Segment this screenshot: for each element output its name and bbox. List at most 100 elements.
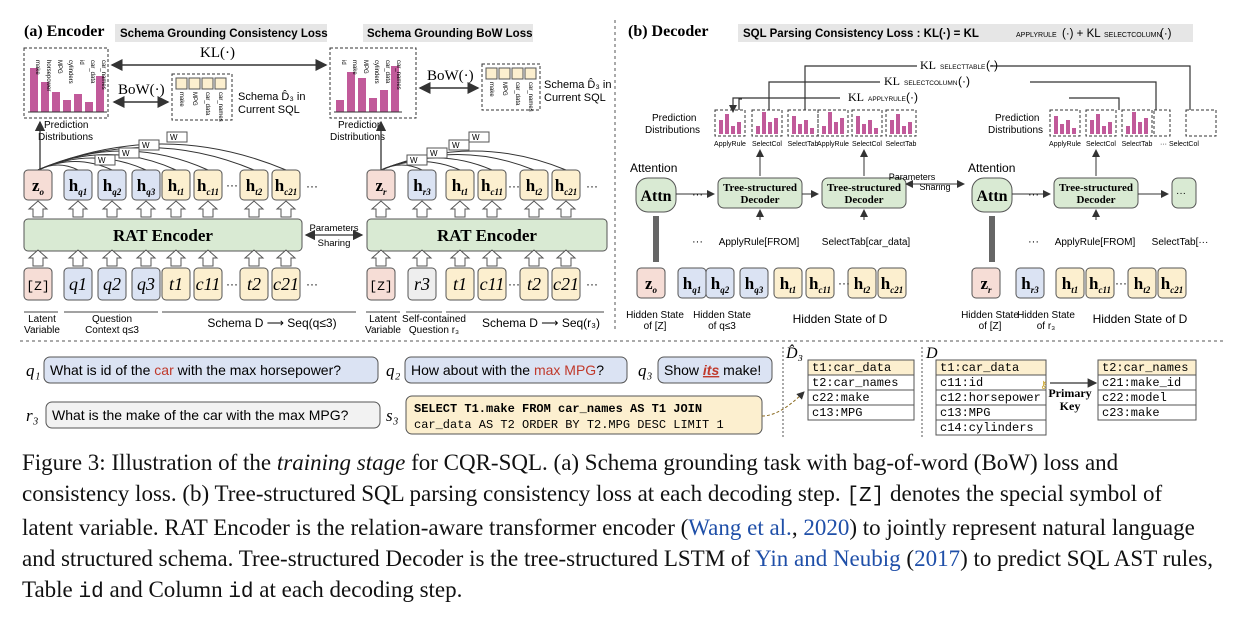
token-box: [271, 169, 301, 201]
token-box: [477, 169, 507, 201]
d-table-car-data: t1:car_datac11:idc12:horsepowerc13:MPGc1…: [935, 359, 1047, 436]
token-box: [97, 267, 127, 301]
dist-box: [1121, 109, 1153, 137]
dist-bar: [1066, 120, 1070, 134]
dist-box: [751, 109, 783, 137]
kl-selectcol-sub: SELECTCOLUMN: [904, 80, 958, 87]
table-cell: c13:MPG: [812, 406, 862, 420]
w-arc: [380, 150, 567, 171]
rat-encoder-left: [23, 218, 303, 252]
ref-wang[interactable]: Wang et al.: [688, 515, 792, 540]
token-box: [239, 267, 269, 301]
up-arrow: [275, 249, 297, 267]
sub-plus-2: (·): [1160, 28, 1172, 40]
right-hist-box: [329, 47, 417, 119]
dist-bar: [896, 114, 900, 134]
token-box: [445, 169, 475, 201]
left-hist-box: [23, 47, 109, 119]
bow-label-left: BoW(·): [118, 82, 165, 98]
hs-q-1: Hidden State: [693, 310, 751, 321]
latent-label-1: Latent: [28, 314, 56, 325]
up-arrow: [555, 200, 577, 218]
dashed-schema-left: [171, 73, 233, 121]
hist-bar: [74, 94, 82, 112]
dist-bar: [1144, 118, 1148, 134]
w-label: W: [410, 156, 418, 165]
dist-box: [1185, 109, 1217, 137]
pred-dist-b3: Prediction: [995, 113, 1039, 124]
ref-yin[interactable]: Yin and Neubig: [755, 546, 901, 571]
dist-bar: [719, 120, 723, 134]
dist-bar: [804, 120, 808, 134]
tree-decoder-l1: Tree-structured: [1059, 182, 1133, 194]
token-label: hq3: [137, 176, 156, 197]
token-box: [63, 169, 93, 201]
token-label: ht1: [1062, 274, 1078, 295]
w-box: [94, 154, 116, 166]
up-arrow: [243, 249, 265, 267]
token-box: [407, 267, 437, 301]
q1-text: What is id of the car with the max horse…: [50, 362, 341, 378]
r3-symbol: r₃: [26, 406, 39, 425]
self-contained-1: Self-contained: [402, 314, 466, 325]
dist-name: ··· SelectCol: [1160, 141, 1199, 148]
pred-dist-label-a3: Prediction: [338, 120, 382, 131]
hist-bar-label: horsepower: [45, 60, 51, 91]
svg-text:⚷: ⚷: [1040, 380, 1047, 391]
dist-bar: [1138, 122, 1142, 134]
ref-wang-year[interactable]: 2020: [803, 515, 850, 540]
params-sharing-b1: Parameters: [889, 172, 936, 182]
hist-bar: [380, 90, 388, 112]
dist-name: SelectTab: [1122, 141, 1153, 148]
up-arrow: [411, 200, 433, 218]
hist-bar-label: car_names: [395, 60, 401, 90]
token-label: c21: [553, 274, 579, 294]
token-box: [193, 169, 223, 201]
dist-bar: [908, 122, 912, 134]
hs-z-1: Hidden State: [626, 310, 684, 321]
hist-bar: [391, 66, 399, 112]
dist-name: SelectCol: [752, 141, 782, 148]
hist-bar: [369, 98, 377, 112]
dist-bar: [731, 126, 735, 134]
table-cell: c12:horsepower: [940, 391, 1041, 405]
kl-applyrule-label: KL: [848, 90, 864, 104]
dist-bar: [1132, 112, 1136, 134]
up-arrow: [275, 200, 297, 218]
token-label: hc11: [809, 274, 831, 295]
token-label: c21: [273, 274, 299, 294]
svg-text:···: ···: [508, 179, 520, 193]
dashed-schema-right: [481, 63, 541, 111]
panel-a-label: (a) Encoder: [24, 23, 104, 40]
hist-bar-label: car_names: [100, 60, 106, 90]
hs-r-1: Hidden State: [1017, 310, 1075, 321]
dist-name: ApplyRule: [817, 141, 849, 148]
ref-yin-year[interactable]: 2017: [914, 546, 961, 571]
dist-bar: [856, 116, 860, 134]
ellipsis: ···: [508, 277, 520, 291]
dist-bar: [902, 126, 906, 134]
apply-rule-left: ApplyRule[FROM]: [719, 237, 800, 248]
hist-bar-label: car_data: [89, 60, 95, 84]
up-arrow: [135, 200, 157, 218]
q2-hl: max MPG: [534, 362, 596, 378]
token-box: [877, 267, 907, 299]
w-box: [118, 147, 140, 159]
up-arrow: [165, 200, 187, 218]
token-box: [739, 267, 769, 299]
hs-z-4: of [Z]: [979, 321, 1002, 332]
token-label: q3: [137, 274, 155, 294]
up-arrow: [555, 249, 577, 267]
question-label-1: Question: [92, 314, 132, 325]
select-tab-left: SelectTab[car_data]: [822, 237, 911, 248]
dist-bar: [774, 118, 778, 134]
token-box: [805, 267, 835, 299]
dist-bar: [1126, 126, 1130, 134]
table-cell: c22:model: [1102, 391, 1167, 405]
